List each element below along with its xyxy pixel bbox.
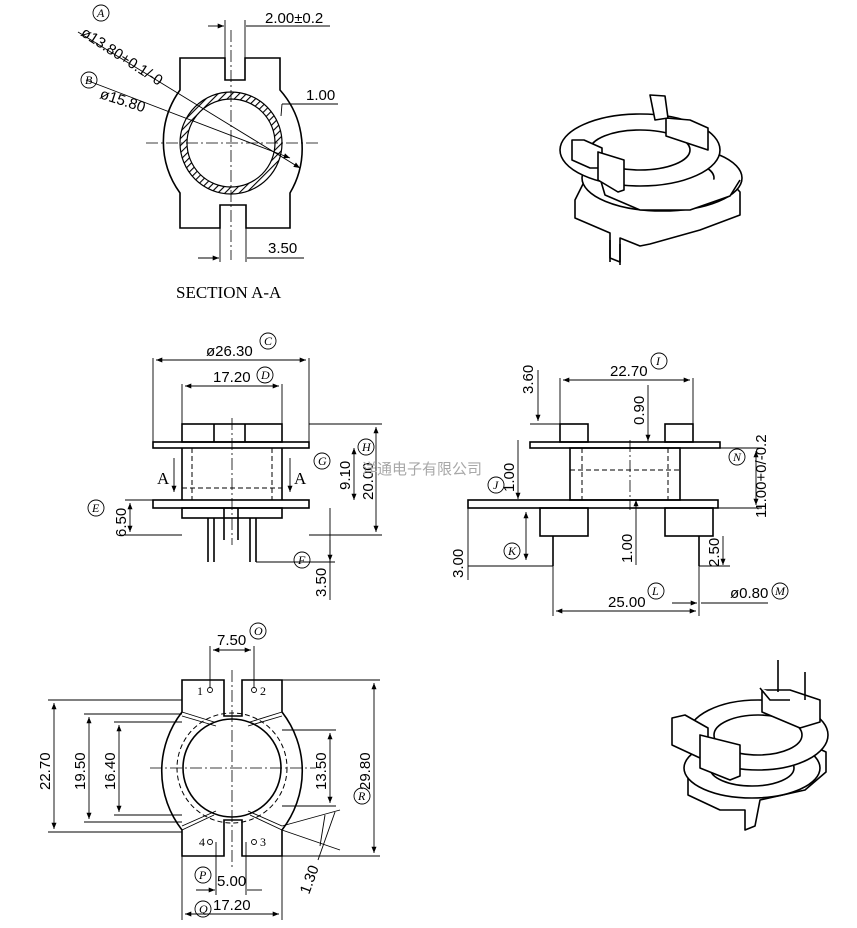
tag-o: O bbox=[254, 624, 263, 638]
dim-outer-d: ø15.80 bbox=[98, 86, 148, 117]
pin-1: 1 bbox=[197, 684, 203, 698]
pin-2: 2 bbox=[260, 684, 266, 698]
tag-a-circle bbox=[92, 4, 110, 22]
dim-q: 17.20 bbox=[213, 897, 251, 914]
tag-l: L bbox=[651, 584, 659, 598]
dim-g: 9.10 bbox=[337, 461, 354, 490]
dim-o: 7.50 bbox=[217, 632, 246, 649]
bottom-view: 1 2 3 4 7.50 O 22.70 19.50 16.40 13.50 2… bbox=[37, 622, 380, 920]
dim-side-j: 1.00 bbox=[501, 463, 518, 492]
pin-4: 4 bbox=[199, 835, 205, 849]
dim-side-n: 11.00+0/-0.2 bbox=[753, 434, 770, 518]
dim-e: 6.50 bbox=[113, 508, 130, 537]
tag-h: H bbox=[361, 440, 372, 454]
isometric-view-bottom bbox=[671, 660, 829, 831]
dim-h3: 16.40 bbox=[102, 752, 119, 790]
tag-g: G bbox=[318, 454, 327, 468]
dim-side-k: 3.00 bbox=[450, 549, 467, 578]
dim-h1: 22.70 bbox=[37, 752, 54, 790]
dim-slant: 1.30 bbox=[297, 863, 323, 896]
dim-h2: 19.50 bbox=[72, 752, 89, 790]
cut-right: A bbox=[294, 469, 307, 488]
dim-pin-d: ø0.80 bbox=[730, 585, 768, 602]
isometric-view-top bbox=[559, 94, 743, 265]
dim-pitch: 25.00 bbox=[608, 594, 646, 611]
dim-side-lip: 0.90 bbox=[631, 396, 648, 425]
dim-p: 5.00 bbox=[217, 873, 246, 890]
section-view: 2.00±0.2 1.00 3.50 ø13.80+0.1/-0 ø15.80 … bbox=[77, 4, 338, 302]
tag-i: I bbox=[655, 354, 661, 368]
tag-m: M bbox=[774, 584, 786, 598]
dim-core-d: 17.20 bbox=[213, 369, 251, 386]
tag-n: N bbox=[732, 450, 742, 464]
dim-pin-len: 1.00 bbox=[619, 534, 636, 563]
tag-j: J bbox=[493, 478, 499, 492]
dim-side-width: 22.70 bbox=[610, 363, 648, 380]
tag-a: A bbox=[96, 6, 105, 20]
dim-r: 29.80 bbox=[357, 752, 374, 790]
dim-f: 3.50 bbox=[313, 568, 330, 597]
watermark: 洋通电子有限公司 bbox=[362, 460, 482, 478]
side-view: 22.70 I 3.60 0.90 1.00 J 11.00+0/-0.2 N … bbox=[450, 352, 789, 616]
tag-r: R bbox=[357, 789, 366, 803]
tag-b-circle bbox=[80, 71, 98, 89]
tag-b: B bbox=[85, 73, 93, 87]
dim-wall: 1.00 bbox=[306, 87, 335, 104]
tag-f: F bbox=[297, 553, 306, 567]
dim-h4: 13.50 bbox=[313, 752, 330, 790]
front-view: A A ø26.30 C 17.20 D 20.00 H 9.10 G 6.50 bbox=[87, 332, 382, 600]
dim-flange-d: ø26.30 bbox=[206, 343, 253, 360]
tag-k: K bbox=[507, 544, 517, 558]
tag-q: Q bbox=[199, 902, 208, 916]
tag-d: D bbox=[260, 368, 270, 382]
cut-left: A bbox=[157, 469, 170, 488]
dim-pin-gap: 2.50 bbox=[706, 538, 723, 567]
dim-side-top: 3.60 bbox=[520, 365, 537, 394]
dim-slot: 2.00±0.2 bbox=[265, 10, 323, 27]
pin-3: 3 bbox=[260, 835, 266, 849]
section-outline bbox=[162, 57, 303, 229]
tag-p: P bbox=[198, 868, 207, 882]
dim-height: 20.00 bbox=[360, 462, 377, 500]
dim-gap: 3.50 bbox=[268, 240, 297, 257]
section-title: SECTION A-A bbox=[176, 283, 282, 302]
tag-c: C bbox=[264, 334, 273, 348]
tag-e: E bbox=[91, 501, 100, 515]
